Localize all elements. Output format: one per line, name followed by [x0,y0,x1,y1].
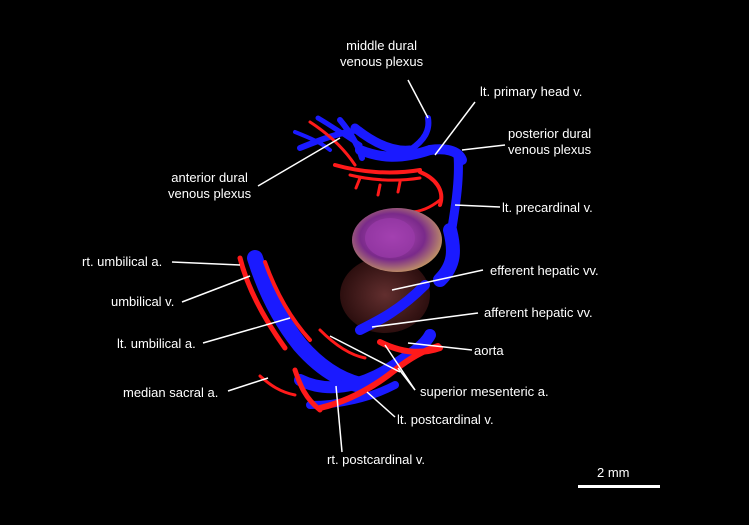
scale-bar-label: 2 mm [597,465,630,480]
label-lt-postcardinal-v: lt. postcardinal v. [397,412,494,427]
label-median-sacral-a: median sacral a. [123,385,219,400]
label-middle-dural-line2: venous plexus [340,54,424,69]
label-lt-umbilical-a: lt. umbilical a. [117,336,196,351]
trunk-veins [247,250,436,409]
label-umbilical-v: umbilical v. [111,294,175,309]
label-aorta: aorta [474,343,504,358]
label-rt-umbilical-a: rt. umbilical a. [82,254,163,269]
liver-shadow [340,257,430,333]
label-middle-dural-venous-plexus: middle dural venous plexus [340,38,423,70]
label-lt-precardinal-v: lt. precardinal v. [502,200,593,215]
label-afferent-hepatic-vv: afferent hepatic vv. [484,305,593,320]
label-anterior-dural-venous-plexus: anterior dural venous plexus [168,170,251,202]
heart-chamber [365,218,415,258]
label-efferent-hepatic-vv: efferent hepatic vv. [490,263,599,278]
label-rt-postcardinal-v: rt. postcardinal v. [327,452,426,467]
leader-lines [171,79,506,453]
label-anterior-dural-line1: anterior dural [171,170,248,185]
scale-bar [578,485,660,488]
label-middle-dural-line1: middle dural [346,38,417,53]
label-posterior-dural-line1: posterior dural [508,126,592,141]
label-posterior-dural-line2: venous plexus [508,142,592,157]
label-lt-primary-head-v: lt. primary head v. [480,84,583,99]
label-superior-mesenteric-a: superior mesenteric a. [420,384,549,399]
label-anterior-dural-line2: venous plexus [168,186,252,201]
label-posterior-dural-venous-plexus: posterior dural venous plexus [508,126,591,158]
